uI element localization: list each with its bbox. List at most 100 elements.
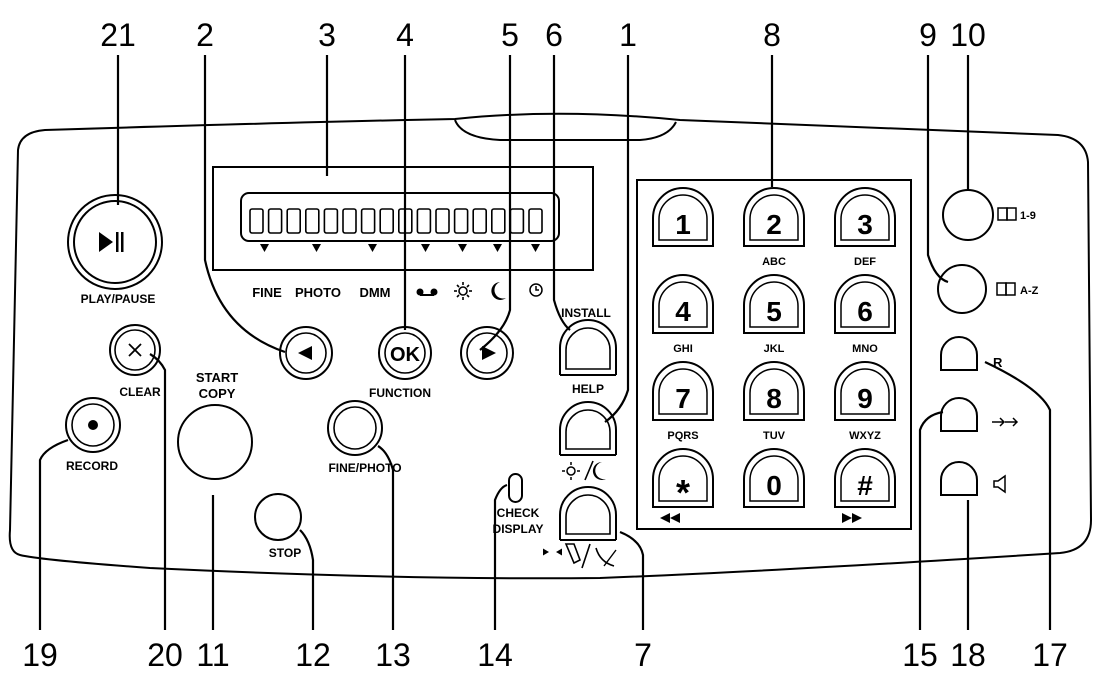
callout-7: 7 [634, 637, 652, 673]
key-letters: WXYZ [849, 430, 881, 442]
stop-button[interactable] [254, 493, 302, 541]
key-digit: 7 [675, 383, 691, 414]
check-display-label-line1: CHECK [497, 506, 540, 520]
lcd-cell [342, 208, 357, 234]
key-letters: DEF [854, 256, 876, 268]
key-letters: ABC [762, 256, 786, 268]
clear-button[interactable] [109, 324, 161, 376]
key-7[interactable]: 7 [652, 361, 714, 421]
line-hook-button[interactable] [559, 486, 617, 541]
key-digit: 2 [766, 209, 782, 240]
lcd-cell [323, 208, 339, 234]
lcd-character-cells [249, 208, 543, 234]
callout-9: 9 [919, 17, 937, 53]
speaker-icon [993, 474, 1006, 494]
key-letters: JKL [764, 343, 785, 355]
key-digit: 5 [766, 296, 782, 327]
lcd-cell [286, 208, 302, 234]
speaker-button[interactable] [940, 461, 978, 496]
clear-label: CLEAR [119, 385, 161, 399]
indicator-fine: FINE [252, 285, 282, 300]
ok-label: OK [390, 344, 421, 366]
handset-icon [543, 543, 617, 569]
lcd-display [212, 166, 594, 271]
check-display-switch[interactable] [508, 473, 523, 503]
indicator-arrow [260, 244, 269, 252]
lcd-cell [528, 208, 543, 234]
book-icon [997, 207, 1017, 221]
bottom-callouts: 19 20 11 12 13 14 7 15 18 17 [22, 637, 1068, 673]
key-6[interactable]: 6 [834, 274, 896, 334]
key-hash[interactable]: # [834, 448, 896, 508]
key-digit: 8 [766, 383, 782, 414]
stop-label: STOP [269, 546, 301, 560]
key-letters: TUV [763, 430, 786, 442]
indicator-arrow [368, 244, 377, 252]
help-label: HELP [572, 382, 604, 396]
key-digit: 4 [675, 296, 691, 327]
lcd-cell [435, 208, 450, 234]
callout-1: 1 [619, 17, 637, 53]
key-digit: 1 [675, 209, 691, 240]
callout-13: 13 [375, 637, 411, 673]
install-help-button[interactable] [559, 319, 617, 376]
record-button[interactable] [65, 397, 121, 453]
key-letters: GHI [673, 343, 693, 355]
day-night-button[interactable] [559, 401, 617, 456]
callout-10: 10 [950, 17, 986, 53]
indicator-arrow [493, 244, 502, 252]
top-callouts: 21 2 3 4 5 6 1 8 9 10 [100, 17, 986, 53]
keypad-frame [636, 179, 912, 530]
left-arrow-button[interactable] [279, 326, 333, 380]
lcd-cell [249, 208, 264, 234]
clock-icon [529, 283, 543, 297]
fine-photo-button[interactable] [327, 400, 383, 456]
play-pause-icon [99, 232, 124, 252]
r-button[interactable] [940, 336, 978, 371]
indicator-photo: PHOTO [295, 285, 341, 300]
forward-button[interactable] [940, 397, 978, 432]
function-label: FUNCTION [369, 386, 431, 400]
key-3[interactable]: 3 [834, 187, 896, 247]
lcd-cell [267, 208, 283, 234]
lcd-cell [490, 208, 506, 234]
fast-forward-icon [842, 513, 862, 523]
key-2[interactable]: 2 [743, 187, 805, 247]
record-label: RECORD [66, 459, 118, 473]
callout-17: 17 [1032, 637, 1068, 673]
key-digit: 9 [857, 383, 873, 414]
right-arrow-button[interactable] [460, 326, 514, 380]
indicator-arrow [421, 244, 430, 252]
key-5[interactable]: 5 [743, 274, 805, 334]
callout-20: 20 [147, 637, 183, 673]
key-4[interactable]: 4 [652, 274, 714, 334]
lcd-cell [360, 208, 376, 234]
key-0[interactable]: 0 [743, 448, 805, 508]
play-pause-button[interactable] [67, 194, 163, 290]
phonebook-a-z-button[interactable] [937, 264, 987, 314]
book-icon [996, 282, 1016, 296]
sun-icon [454, 282, 472, 300]
ok-button[interactable]: OK [378, 326, 432, 380]
phonebook-1-9-button[interactable] [942, 189, 994, 241]
key-8[interactable]: 8 [743, 361, 805, 421]
callout-2: 2 [196, 17, 214, 53]
key-9[interactable]: 9 [834, 361, 896, 421]
rewind-icon [660, 513, 680, 523]
callout-11: 11 [196, 637, 229, 673]
phonebook-a-z-label: A-Z [1020, 285, 1039, 297]
indicator-dmm: DMM [359, 285, 390, 300]
record-dot-icon [88, 420, 98, 430]
key-digit: 3 [857, 209, 873, 240]
install-label: INSTALL [561, 306, 611, 320]
key-1[interactable]: 1 [652, 187, 714, 247]
callout-21: 21 [100, 17, 136, 53]
callout-4: 4 [396, 17, 414, 53]
panel-lid-edge [454, 119, 677, 141]
key-star[interactable]: * [652, 448, 714, 513]
lcd-cell [453, 208, 469, 234]
start-copy-button[interactable] [177, 404, 253, 480]
key-digit: # [857, 470, 873, 501]
lcd-cell [397, 208, 413, 234]
